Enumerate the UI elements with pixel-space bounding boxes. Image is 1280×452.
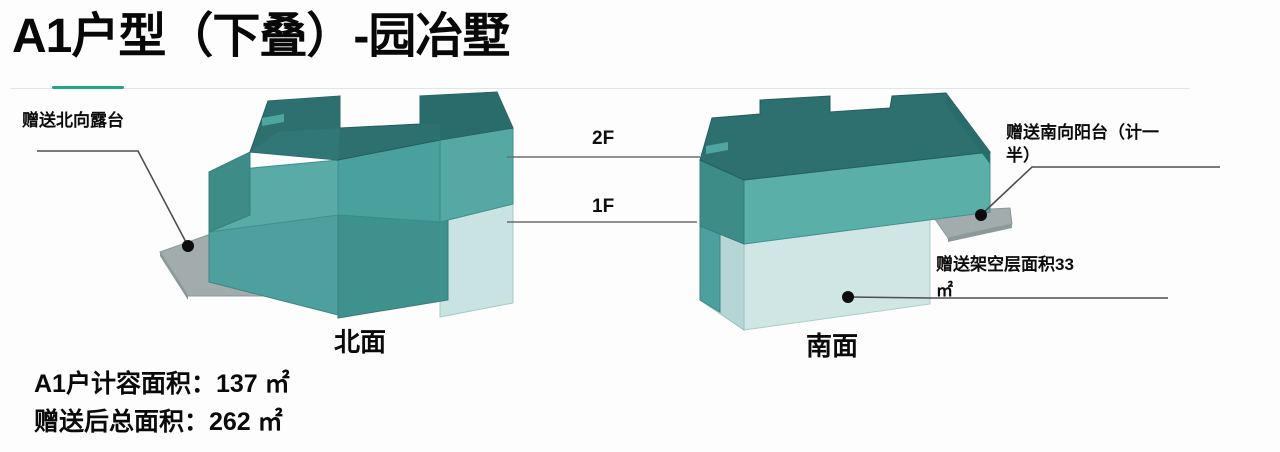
face-label-north: 北面 bbox=[334, 327, 387, 357]
north-roof-small-notch bbox=[262, 114, 284, 126]
title-accent-bar bbox=[52, 86, 124, 89]
north-2f-front-wall bbox=[337, 139, 441, 223]
south-balcony-slab bbox=[929, 207, 1013, 239]
annotation-south-balcony-line1: 赠送南向阳台（计一 bbox=[1006, 123, 1159, 142]
north-roof-notch bbox=[268, 96, 340, 132]
south-2f-front-wall bbox=[743, 151, 991, 245]
annotation-stilt-area-line1: 赠送架空层面积33 bbox=[936, 255, 1074, 274]
page-title: A1户型（下叠）-园冶墅 bbox=[12, 10, 510, 63]
north-front-block bbox=[337, 197, 449, 319]
area-summary: A1户计容面积：137 ㎡ 赠送后总面积：262 ㎡ bbox=[34, 366, 290, 443]
south-1f-left-wall bbox=[699, 211, 745, 331]
north-terrace-slab bbox=[159, 224, 301, 297]
leader-south-balcony bbox=[980, 166, 1220, 216]
south-1f-front-wall bbox=[743, 207, 931, 331]
north-2f-right-wall bbox=[439, 127, 514, 223]
south-2f-left-wall bbox=[699, 159, 745, 245]
north-roof bbox=[249, 91, 514, 161]
floor-label-2f: 2F bbox=[592, 128, 615, 149]
north-terrace-slab-edge bbox=[160, 252, 188, 300]
north-wing-side bbox=[208, 151, 251, 233]
annotation-stilt-area: 赠送架空层面积33 ㎡ bbox=[936, 252, 1154, 303]
annotation-north-terrace: 赠送北向露台 bbox=[22, 111, 124, 130]
annotation-south-balcony: 赠送南向阳台（计一 半） bbox=[1006, 122, 1206, 168]
leader-dot-stilt-area bbox=[842, 291, 854, 303]
south-roof-right-edge bbox=[946, 93, 990, 164]
floor-label-1f: 1F bbox=[592, 196, 615, 217]
north-2f-wing-wall bbox=[208, 159, 339, 233]
south-roof-notch-detail bbox=[706, 142, 728, 154]
area-summary-line2: 赠送后总面积：262 ㎡ bbox=[34, 408, 283, 437]
north-1f-right-wall bbox=[337, 175, 501, 316]
annotation-south-balcony-line2: 半） bbox=[1006, 145, 1040, 165]
north-roof-step-side bbox=[250, 128, 340, 160]
north-1f-stilt-panel bbox=[439, 203, 514, 318]
title-divider bbox=[10, 88, 1190, 89]
leader-dot-north-terrace bbox=[182, 240, 194, 252]
leader-north-terrace bbox=[37, 150, 189, 247]
face-label-south: 南面 bbox=[806, 331, 859, 361]
south-balcony-slab-edge bbox=[948, 224, 1012, 242]
leader-dot-south-balcony bbox=[975, 209, 987, 221]
south-roof bbox=[699, 92, 991, 181]
north-roof-right-edge bbox=[420, 92, 513, 140]
north-body-left-wall bbox=[209, 187, 338, 315]
annotation-stilt-area-line2: ㎡ bbox=[936, 280, 953, 300]
north-1f-left-wall bbox=[208, 186, 339, 316]
area-summary-line1: A1户计容面积：137 ㎡ bbox=[34, 370, 290, 398]
south-1f-teal-corner bbox=[699, 211, 721, 313]
